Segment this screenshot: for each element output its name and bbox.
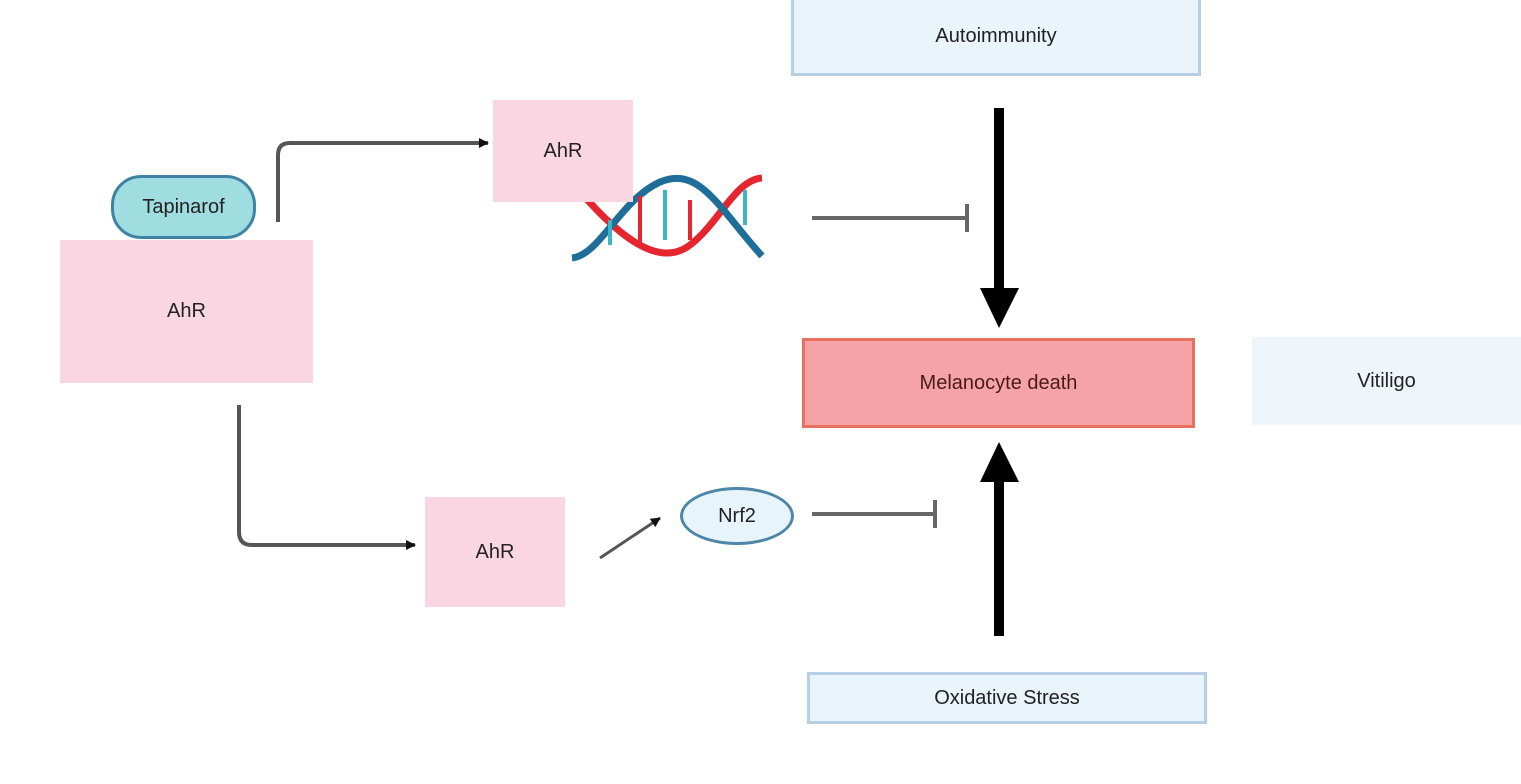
- edge-ahr-to-ahr-bottom: [237, 405, 416, 550]
- autoimmunity-node: Autoimmunity: [791, 0, 1201, 76]
- ahr-bottom-node: AhR: [425, 497, 565, 607]
- melanocyte-death-node: Melanocyte death: [802, 338, 1195, 428]
- edge-ahr-bottom-to-nrf2: [599, 516, 661, 560]
- arrowhead-up: [980, 442, 1019, 482]
- arrowhead-down: [980, 288, 1019, 328]
- edge-ahr-to-ahr-top: [276, 138, 489, 222]
- oxidative-stress-label: Oxidative Stress: [934, 686, 1080, 709]
- nrf2-label: Nrf2: [718, 504, 756, 527]
- ahr-bottom-label: AhR: [475, 540, 515, 563]
- vitiligo-label: Vitiligo: [1357, 369, 1416, 392]
- vitiligo-node: Vitiligo: [1252, 337, 1521, 425]
- oxidative-stress-node: Oxidative Stress: [807, 672, 1207, 724]
- nrf2-node: Nrf2: [680, 487, 794, 545]
- dna-helix-icon: [569, 174, 765, 262]
- ahr-top-node: AhR: [493, 100, 633, 202]
- ahr-main-label: AhR: [167, 300, 206, 322]
- ahr-main-node: AhR: [60, 240, 313, 383]
- melanocyte-death-label: Melanocyte death: [919, 371, 1078, 394]
- tapinarof-node: Tapinarof: [111, 175, 256, 239]
- autoimmunity-label: Autoimmunity: [935, 24, 1057, 47]
- tapinarof-label: Tapinarof: [142, 195, 225, 218]
- ahr-top-label: AhR: [543, 140, 583, 162]
